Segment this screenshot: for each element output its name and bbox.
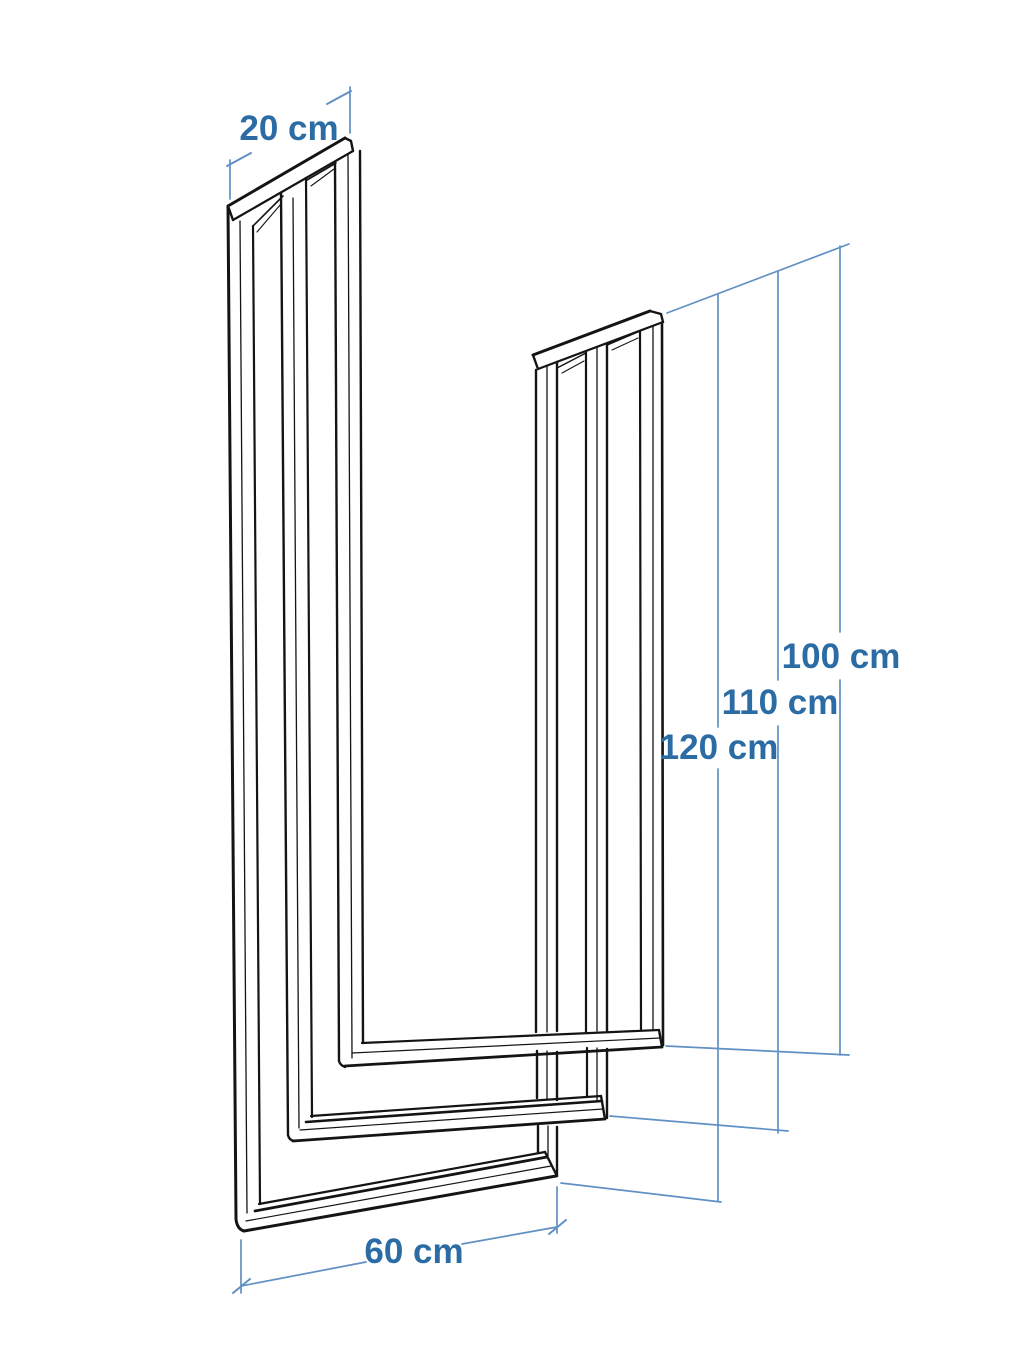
left-leg-middle-inner (304, 176, 314, 1119)
leader-100 (665, 1045, 850, 1056)
rail-110-end-cap (599, 1094, 607, 1121)
right-leg-front-outer (534, 368, 540, 1155)
left-top-bar-end-cap (343, 136, 355, 153)
leader-120 (560, 1182, 722, 1203)
left-leg-back-mid (347, 154, 353, 1059)
left-opening2-top (306, 162, 337, 181)
label-height-100cm: 100 cm (782, 637, 901, 676)
dim-60-tick-left (232, 1278, 251, 1294)
left-leg-back-inner (358, 149, 365, 1045)
left-leg-front-mid (239, 220, 248, 1214)
left-opening1-top (252, 195, 284, 227)
right-opening2-top (606, 330, 641, 346)
dim-20-tick-left (226, 152, 252, 167)
right-leg-back-outer (638, 330, 643, 1032)
left-opening1-top-inner (256, 203, 282, 233)
rail-120-shadow-line (253, 1155, 549, 1213)
dim-60-tick-right (548, 1219, 567, 1235)
right-leg-middle-outer (584, 350, 589, 1099)
right-opening1-top-inner (561, 360, 585, 374)
rail-110-bottom-edge (291, 1117, 607, 1143)
rail-110-top-edge (309, 1094, 603, 1118)
dimension-lines (226, 86, 850, 1294)
left-leg-front-inner (251, 224, 262, 1206)
dim-20-tick-right (326, 90, 352, 105)
dim-60-line (240, 1226, 558, 1287)
left-top-bar-outer-edge (226, 136, 347, 208)
rail-120-end-cap (543, 1150, 559, 1178)
right-leg-back-inner (660, 321, 665, 1047)
top-reference-diagonal (666, 243, 850, 314)
label-height-120cm: 120 cm (660, 728, 779, 767)
rail-120-bottom-edge (242, 1174, 558, 1233)
right-leg-front-mid (546, 365, 549, 1157)
left-leg-middle-outer (279, 191, 296, 1143)
rail-100-inner-line (351, 1037, 661, 1054)
right-opening1-top (556, 352, 587, 369)
rail-100-end-cap (657, 1028, 664, 1049)
rail-110-inner-line (299, 1108, 604, 1131)
rail-100-top-edge (360, 1028, 661, 1045)
rail-120-inner-line (245, 1165, 552, 1222)
rail-110-shadow-line (304, 1099, 604, 1124)
leader-110 (609, 1115, 789, 1132)
label-depth-20cm: 20 cm (239, 109, 338, 148)
label-width-60cm: 60 cm (364, 1232, 463, 1271)
right-opening2-top-inner (611, 337, 639, 351)
right-top-bar-outer-edge (531, 309, 652, 357)
right-top-bar-front-face (531, 353, 540, 371)
left-opening2-top-inner (310, 168, 335, 187)
left-leg-back-outer (333, 160, 347, 1069)
label-height-110cm: 110 cm (722, 683, 839, 722)
rack-line-art (226, 136, 665, 1233)
left-leg-middle-mid (292, 197, 300, 1129)
rail-100-bottom-edge (343, 1045, 664, 1068)
dimension-labels: 20 cm 100 cm 110 cm 120 cm 60 cm (239, 109, 900, 1271)
left-top-bar-underside (231, 149, 355, 222)
rail-120-top-edge (257, 1150, 547, 1206)
right-top-bar-end-cap (648, 309, 665, 324)
